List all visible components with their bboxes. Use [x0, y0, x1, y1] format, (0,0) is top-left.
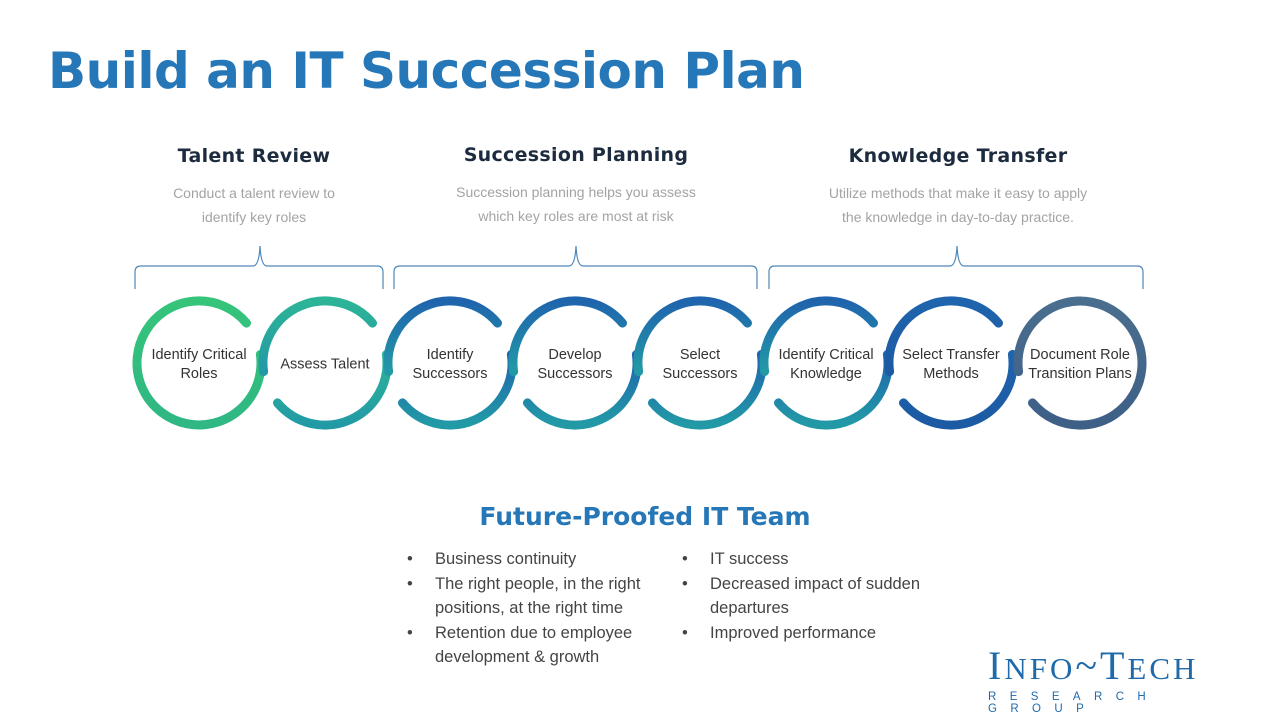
description-line: Utilize methods that make it easy to app… [828, 185, 1088, 201]
step-ring-arc [273, 349, 392, 430]
step-ring-arc [1013, 296, 1147, 430]
step-label-line: Identify [426, 347, 474, 363]
description-line: which key roles are most at risk [478, 208, 674, 224]
step-ring-arc [398, 349, 517, 430]
page-title: Build an IT Succession Plan [48, 42, 805, 100]
description-line: Conduct a talent review to [173, 185, 335, 201]
step-ring-arc [774, 349, 893, 430]
outcome-bullets-left: Business continuity The right people, in… [405, 547, 640, 670]
step-ring-arc [759, 296, 878, 377]
phase-description: Conduct a talent review to identify key r… [84, 181, 424, 229]
phase-succession-planning: Succession Planning Succession planning … [406, 144, 746, 228]
step-label-line: Roles [180, 366, 218, 382]
phase-heading: Succession Planning [463, 144, 689, 166]
description-line: Succession planning helps you assess [456, 184, 696, 200]
bullet-item: IT success [680, 547, 920, 572]
step-label-line: Develop [548, 347, 602, 363]
phase-bracket [134, 245, 384, 289]
bullet-item: The right people, in the rightpositions,… [405, 572, 640, 621]
bullet-item: Improved performance [680, 621, 920, 646]
phase-bracket [393, 245, 758, 289]
step-label-line: Identify Critical [151, 347, 247, 363]
phase-description: Succession planning helps you assess whic… [406, 180, 746, 228]
step-label-line: Successors [662, 366, 738, 382]
step-ring-arc [884, 296, 1003, 377]
step-label-line: Document Role [1030, 347, 1130, 363]
outcome-heading: Future-Proofed IT Team [479, 502, 811, 531]
step-label-line: Assess Talent [280, 356, 370, 373]
phase-heading: Knowledge Transfer [848, 145, 1068, 167]
bullet-item: Business continuity [405, 547, 640, 572]
step-label-line: Identify Critical [778, 347, 874, 363]
phase-heading: Talent Review [177, 145, 331, 167]
step-label-line: Successors [537, 366, 613, 382]
phase-description: Utilize methods that make it easy to app… [788, 181, 1128, 229]
step-ring-arc [523, 349, 642, 430]
step-ring-arc [633, 296, 752, 377]
step-label-line: Knowledge [790, 366, 862, 382]
step-ring-arc [383, 296, 502, 377]
outcome-bullets-right: IT success Decreased impact of suddendep… [680, 547, 920, 645]
step-label-line: Methods [923, 366, 979, 382]
info-tech-logo: INFO~TECH RESEARCH GROUP [988, 643, 1280, 716]
phase-talent-review: Talent Review Conduct a talent review to… [84, 145, 424, 229]
step-label-line: Transition Plans [1028, 366, 1132, 382]
step-ring-arc [258, 296, 377, 377]
step-label-line: Select Transfer [902, 347, 1000, 363]
description-line: identify key roles [201, 209, 307, 225]
step-label-line: Select [679, 347, 721, 363]
step-ring-arc [899, 349, 1018, 430]
phase-knowledge-transfer: Knowledge Transfer Utilize methods that … [788, 145, 1128, 229]
step-label: Assess Talent [265, 356, 385, 375]
step-ring-arc [508, 296, 627, 377]
phase-bracket [768, 245, 1144, 289]
step-ring-arc [132, 296, 266, 430]
step-label-line: Successors [412, 366, 488, 382]
step-ring-arc [648, 349, 767, 430]
description-line: the knowledge in day-to-day practice. [842, 209, 1074, 225]
logo-subtitle: RESEARCH GROUP [988, 691, 1160, 715]
logo-wordmark: INFO~TECH [988, 643, 1199, 688]
